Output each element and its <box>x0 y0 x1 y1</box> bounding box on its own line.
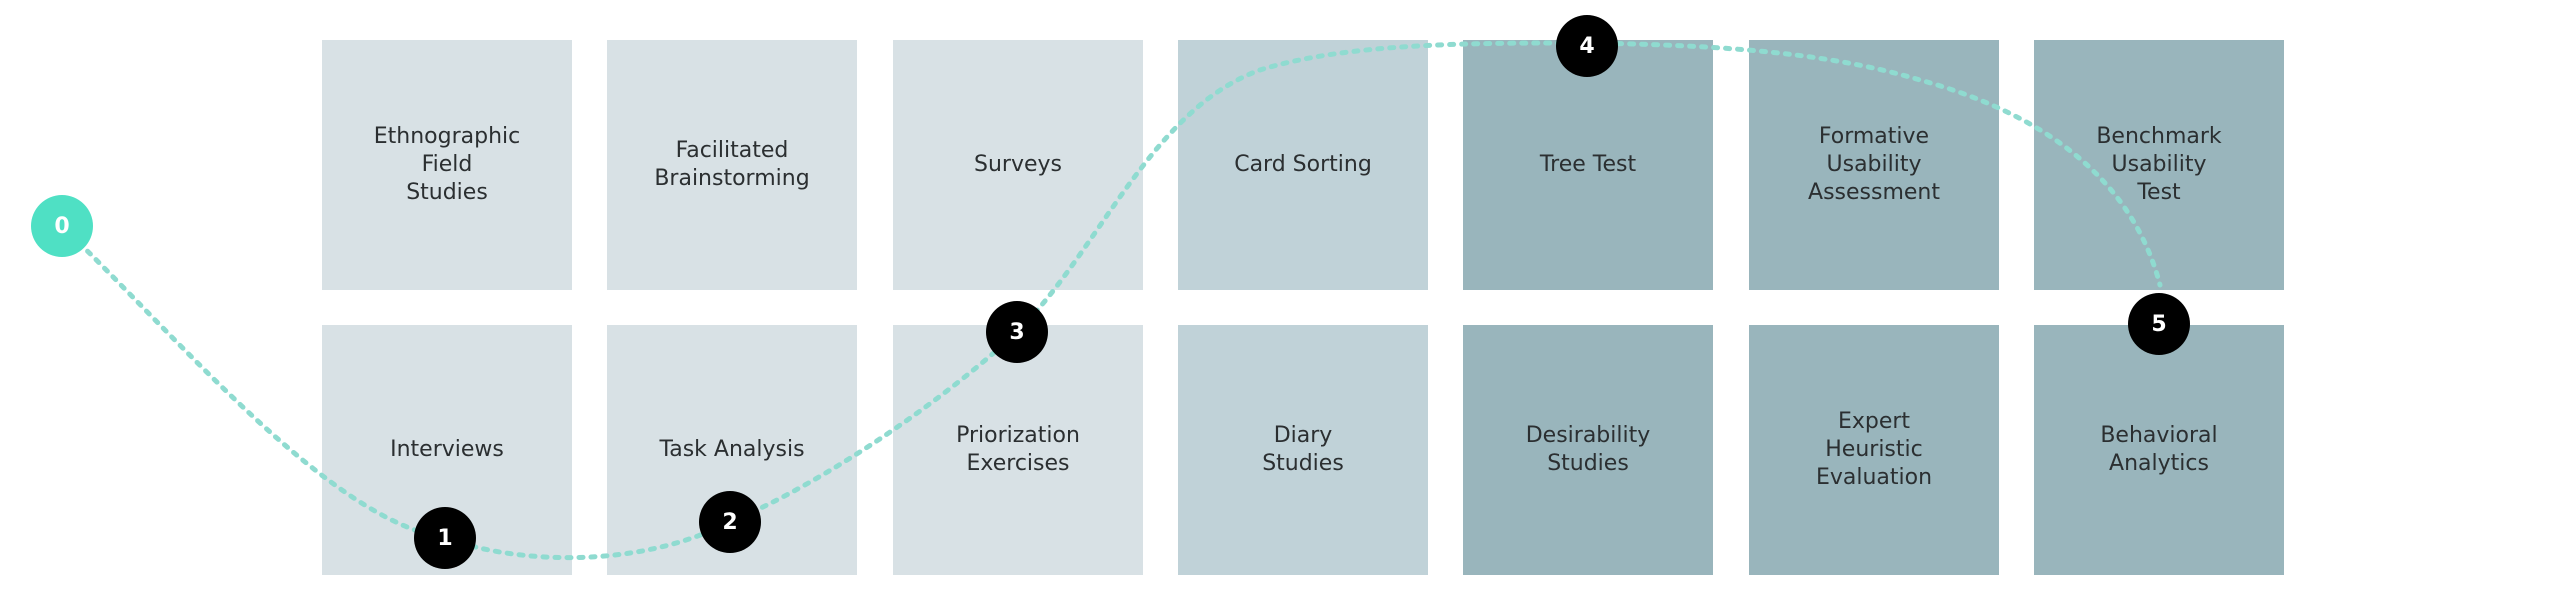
step-marker-label: 4 <box>1579 33 1595 59</box>
step-marker-4: 4 <box>1556 15 1618 77</box>
step-marker-label: 1 <box>437 525 453 551</box>
tile-label: Interviews <box>390 437 504 462</box>
step-marker-label: 0 <box>54 213 70 239</box>
tile-surveys: Surveys <box>893 40 1143 290</box>
step-marker-2: 2 <box>699 491 761 553</box>
tile-label: Behavioral Analytics <box>2100 423 2218 476</box>
tile-label: Expert Heuristic Evaluation <box>1815 409 1933 490</box>
step-marker-0: 0 <box>31 195 93 257</box>
tile-behavioral-analytics: Behavioral Analytics <box>2034 325 2284 575</box>
tile-ethnographic-field-studies: Ethnographic Field Studies <box>322 40 572 290</box>
tile-facilitated-brainstorming: Facilitated Brainstorming <box>607 40 857 290</box>
tile-label: Benchmark Usability Test <box>2096 124 2222 205</box>
tile-benchmark-usability-test: Benchmark Usability Test <box>2034 40 2284 290</box>
step-marker-5: 5 <box>2128 293 2190 355</box>
tile-label: Priorization Exercises <box>956 423 1080 476</box>
tile-label: Ethnographic Field Studies <box>373 124 521 205</box>
tile-label: Desirability Studies <box>1525 423 1651 476</box>
tile-label: Diary Studies <box>1262 423 1344 476</box>
step-marker-label: 2 <box>722 509 738 535</box>
tile-desirability-studies: Desirability Studies <box>1463 325 1713 575</box>
tile-diary-studies: Diary Studies <box>1178 325 1428 575</box>
tile-label: Task Analysis <box>659 437 805 462</box>
tile-formative-usability-assessment: Formative Usability Assessment <box>1749 40 1999 290</box>
tile-tree-test: Tree Test <box>1463 40 1713 290</box>
tile-label: Surveys <box>974 152 1062 177</box>
tile-label: Tree Test <box>1539 152 1637 177</box>
tile-label: Facilitated Brainstorming <box>654 138 810 191</box>
step-marker-1: 1 <box>414 507 476 569</box>
step-marker-label: 5 <box>2151 311 2167 337</box>
tile-label: Card Sorting <box>1234 152 1372 177</box>
tile-label: Formative Usability Assessment <box>1808 124 1940 205</box>
tile-card-sorting: Card Sorting <box>1178 40 1428 290</box>
step-marker-3: 3 <box>986 301 1048 363</box>
step-marker-label: 3 <box>1009 319 1025 345</box>
tile-expert-heuristic-evaluation: Expert Heuristic Evaluation <box>1749 325 1999 575</box>
